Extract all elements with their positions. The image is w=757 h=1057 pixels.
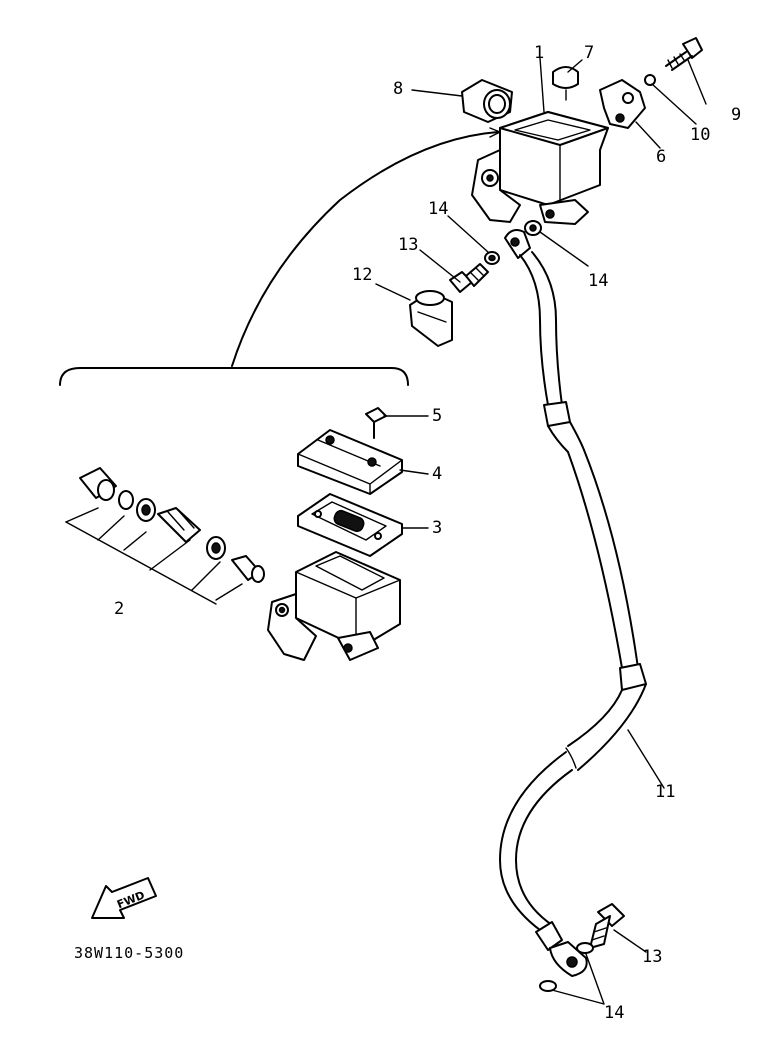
part-5-screw	[365, 407, 387, 439]
fwd-arrow-icon	[91, 877, 157, 919]
part-8-boot	[461, 79, 513, 123]
part-9-bolt	[665, 37, 703, 71]
detail-master-cylinder	[267, 551, 401, 661]
part-13-banjo-bolt-upper	[449, 263, 489, 293]
part-10-washer	[644, 74, 656, 86]
part-14-washer-d	[539, 980, 557, 992]
callout-7: 7	[584, 43, 594, 63]
part-code: 38W110-5300	[74, 944, 184, 962]
leader-lines	[375, 57, 707, 1005]
part-14-washer-c	[576, 942, 594, 954]
callout-13-upper: 13	[398, 235, 418, 255]
part-11-brake-hose	[499, 229, 647, 977]
part-13-banjo-bolt-lower	[589, 903, 625, 949]
detail-frame	[59, 127, 501, 386]
part-2-piston-kit	[65, 467, 265, 605]
callout-12: 12	[352, 265, 372, 285]
master-cylinder-assembled	[471, 111, 609, 225]
callout-8: 8	[393, 79, 403, 99]
callout-14-upper-left: 14	[428, 199, 448, 219]
part-12-union	[409, 290, 453, 347]
callout-10: 10	[690, 125, 710, 145]
callout-1: 1	[534, 43, 544, 63]
callout-5: 5	[432, 406, 442, 426]
callout-4: 4	[432, 464, 442, 484]
part-4-cover	[297, 429, 403, 495]
callout-14-upper-right: 14	[588, 271, 608, 291]
part-7-cap	[552, 66, 579, 101]
part-6-bracket	[599, 79, 646, 129]
callout-9: 9	[731, 105, 741, 125]
callout-6: 6	[656, 147, 666, 167]
callout-2: 2	[114, 599, 124, 619]
callout-11: 11	[655, 782, 675, 802]
callout-14-lower: 14	[604, 1003, 624, 1023]
callout-13-lower: 13	[642, 947, 662, 967]
part-3-diaphragm	[297, 493, 403, 557]
callout-3: 3	[432, 518, 442, 538]
